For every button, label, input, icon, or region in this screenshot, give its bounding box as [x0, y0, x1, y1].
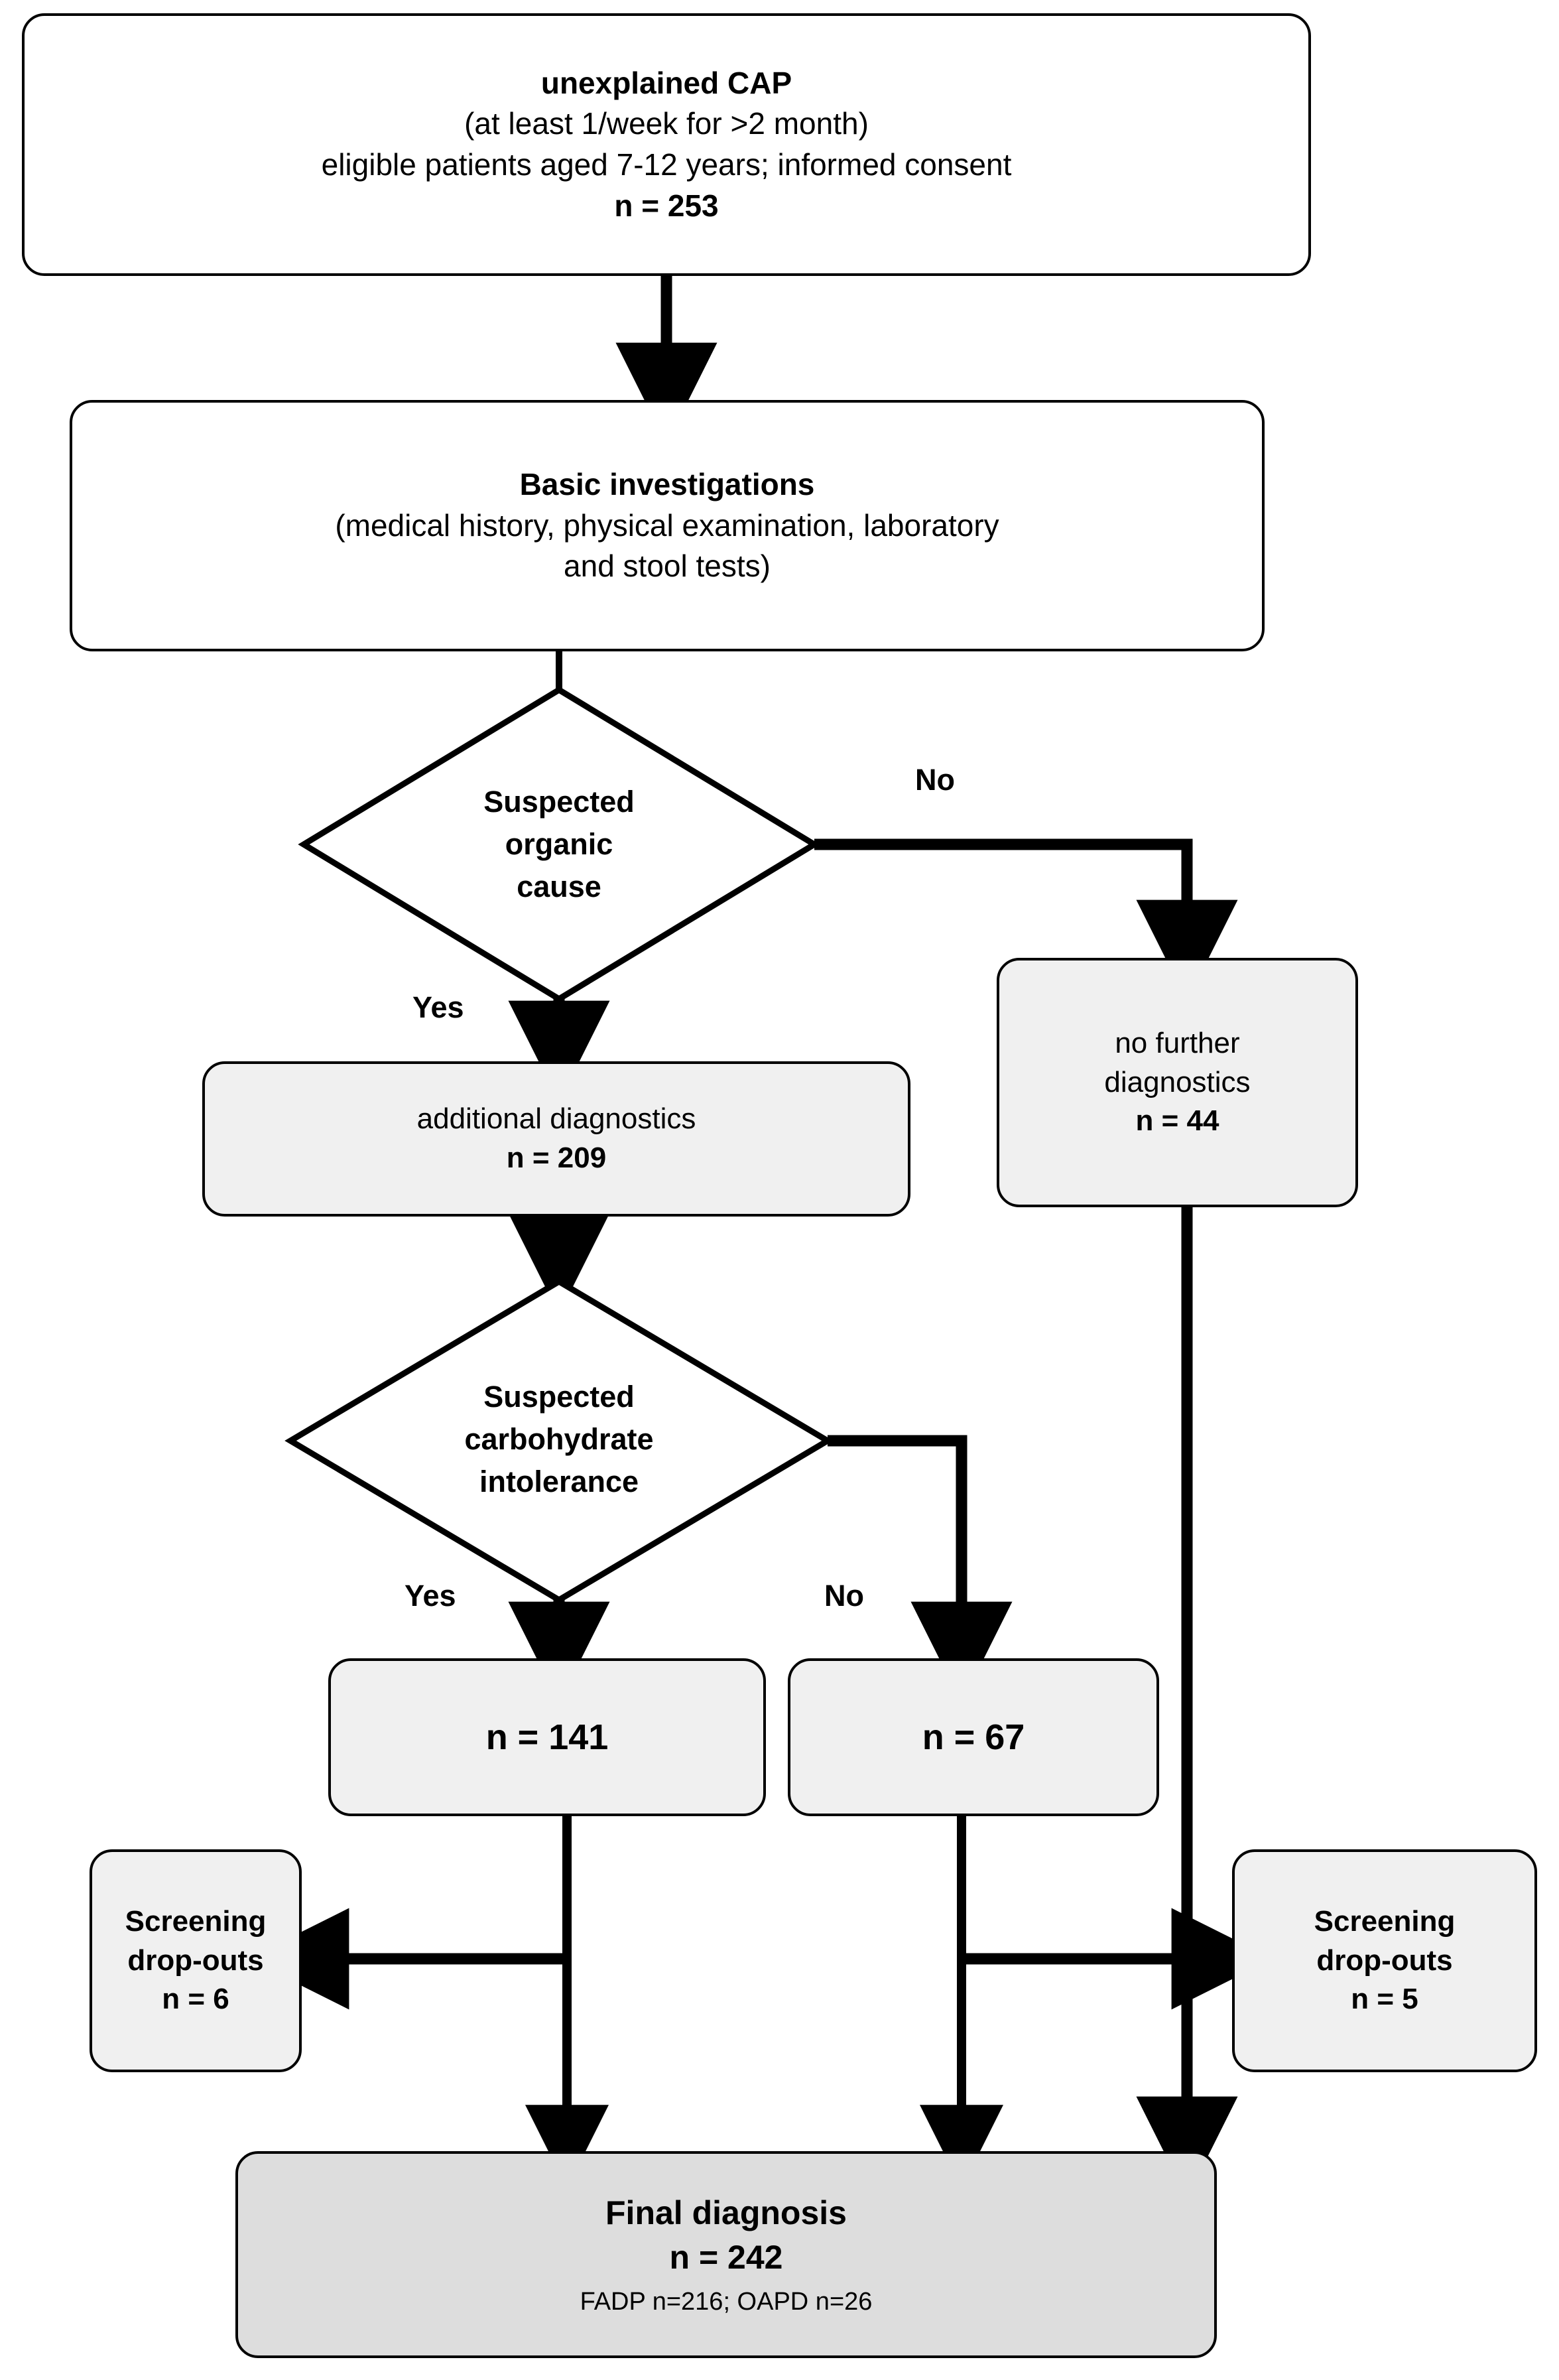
enrollment-line3: eligible patients aged 7-12 years; infor… [321, 147, 1012, 182]
final-diagnosis-title: Final diagnosis [605, 2194, 847, 2231]
node-basic-investigations: Basic investigations (medical history, p… [70, 400, 1265, 651]
dropouts-right-line2: drop-outs [1316, 1944, 1453, 1977]
enrollment-count: n = 253 [614, 188, 719, 223]
no-further-diagnostics-line2: diagnostics [1104, 1065, 1251, 1098]
decision-carbohydrate-label: Suspected carbohydrate intolerance [380, 1333, 738, 1546]
dropouts-right-line1: Screening [1314, 1904, 1456, 1938]
edge-label-carb-no: No [824, 1579, 864, 1613]
decision-organic-line1: Suspected [483, 785, 635, 819]
node-carb-no-count: n = 67 [788, 1658, 1159, 1816]
basic-investigations-title: Basic investigations [519, 467, 815, 502]
no-further-diagnostics-line1: no further [1115, 1026, 1240, 1059]
node-no-further-diagnostics: no further diagnostics n = 44 [997, 958, 1358, 1207]
enrollment-line1: unexplained CAP [540, 65, 792, 100]
node-carb-yes-count: n = 141 [328, 1658, 766, 1816]
node-final-diagnosis: Final diagnosis n = 242 FADP n=216; OAPD… [235, 2151, 1217, 2358]
node-enrollment: unexplained CAP (at least 1/week for >2 … [22, 13, 1311, 276]
dropouts-left-line1: Screening [125, 1904, 267, 1938]
dropouts-left-line2: drop-outs [127, 1944, 264, 1977]
basic-investigations-line2: (medical history, physical examination, … [335, 507, 999, 543]
additional-diagnostics-count: n = 209 [506, 1142, 607, 1174]
edge-organic-no [814, 838, 1238, 1002]
final-diagnosis-breakdown: FADP n=216; OAPD n=26 [580, 2287, 873, 2316]
decision-carbohydrate-line1: Suspected [483, 1380, 635, 1414]
node-dropouts-left: Screening drop-outs n = 6 [90, 1849, 302, 2072]
enrollment-line2: (at least 1/week for >2 month) [464, 106, 869, 141]
decision-carbohydrate-line3: intolerance [479, 1464, 639, 1498]
no-further-diagnostics-count: n = 44 [1135, 1104, 1219, 1138]
decision-organic-line3: cause [517, 869, 601, 903]
basic-investigations-line3: and stool tests) [564, 549, 771, 584]
node-dropouts-right: Screening drop-outs n = 5 [1232, 1849, 1537, 2072]
decision-organic-label: Suspected organic cause [400, 742, 718, 947]
edge-label-carb-yes: Yes [405, 1579, 456, 1613]
decision-organic-line2: organic [505, 827, 613, 862]
carb-yes-count: n = 141 [485, 1717, 609, 1757]
dropouts-right-count: n = 5 [1351, 1983, 1418, 2016]
dropouts-left-count: n = 6 [162, 1983, 229, 2016]
edge-carb-no [828, 1435, 1013, 1703]
final-diagnosis-count: n = 242 [669, 2238, 783, 2276]
edge-label-organic-yes: Yes [412, 990, 464, 1024]
additional-diagnostics-label: additional diagnostics [416, 1102, 696, 1136]
carb-no-count: n = 67 [922, 1717, 1025, 1757]
decision-carbohydrate-line2: carbohydrate [464, 1422, 654, 1457]
node-additional-diagnostics: additional diagnostics n = 209 [202, 1061, 910, 1217]
edge-label-organic-no: No [915, 763, 955, 797]
